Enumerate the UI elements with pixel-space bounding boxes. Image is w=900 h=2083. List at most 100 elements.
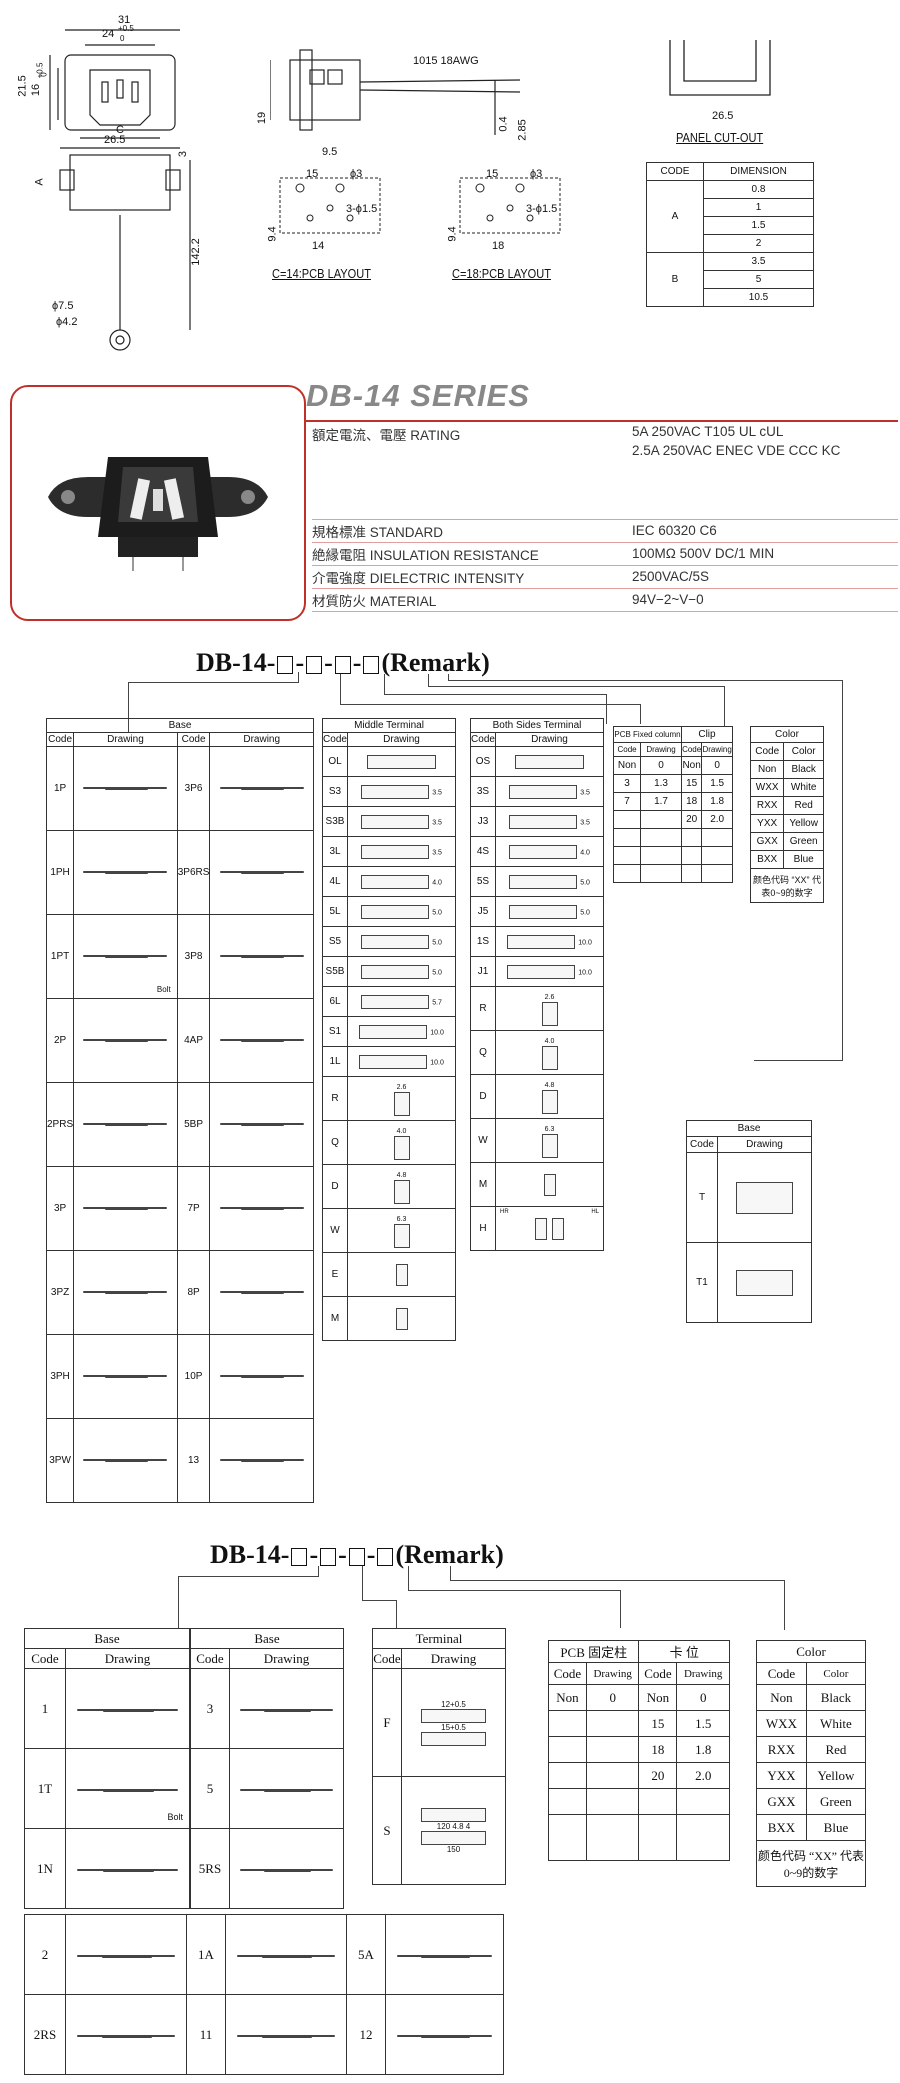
both-code: J3 — [470, 806, 496, 837]
spec-value: 94V−2~V−0 — [632, 588, 898, 612]
pcb2-cell: 2.0 — [676, 1762, 730, 1789]
both-drawing: 10.0 — [495, 956, 604, 987]
base-code: 1PT — [45, 914, 75, 999]
both-code: W — [470, 1118, 496, 1163]
color2-code: RXX — [756, 1736, 807, 1763]
pcb-layout-14 — [279, 177, 381, 234]
middle-drawing: 4.8 — [347, 1164, 456, 1209]
base-code: 3P — [45, 1166, 75, 1251]
dim-value: 2 — [703, 234, 814, 253]
color-title: Color — [750, 726, 824, 743]
dim-19: 19 — [256, 111, 269, 125]
dim-table-header-dimension: DIMENSION — [703, 162, 814, 181]
both-drawing: 5.0 — [495, 866, 604, 897]
bottom-drawing — [385, 1994, 504, 2075]
middle-terminal-title: Middle Terminal — [322, 718, 456, 733]
both-code: J1 — [470, 956, 496, 987]
both-terminal-title: Both Sides Terminal — [470, 718, 604, 733]
base-code: 1PH — [45, 830, 75, 915]
layout2-18: 18 — [492, 240, 505, 252]
pcb-cell: 0 — [640, 756, 682, 775]
pcb2-cell — [585, 1762, 640, 1789]
bottom-drawing — [225, 1914, 347, 1995]
order-code-2: DB-14----(Remark) — [210, 1540, 504, 1569]
dim-142.2: 142.2 — [189, 238, 202, 266]
layout2-holes: 3-ϕ1.5 — [526, 203, 558, 215]
spec-label: 額定電流、電壓 RATING — [312, 423, 632, 520]
color2-name: Black — [805, 1684, 867, 1711]
col-drawing: Drawing — [585, 1662, 640, 1685]
panel-cutout-drawing — [669, 40, 771, 96]
dim-26.5: 26.5 — [104, 134, 126, 146]
layout1-caption: C=14:PCB LAYOUT — [272, 266, 371, 281]
dim-3: 3 — [177, 150, 190, 158]
col-drawing: Drawing — [229, 1648, 344, 1669]
both-code: R — [470, 986, 496, 1031]
terminal-title: Terminal — [372, 1628, 506, 1649]
layout2-caption: C=18:PCB LAYOUT — [452, 266, 551, 281]
base4-drawing — [229, 1668, 344, 1749]
pcb-cell: 20 — [680, 810, 703, 829]
middle-code: S3 — [322, 776, 348, 807]
base-code: 3PH — [45, 1334, 75, 1419]
both-drawing — [495, 746, 604, 777]
bottom-drawing — [225, 1994, 347, 2075]
middle-drawing: 6.3 — [347, 1208, 456, 1253]
base3-drawing — [65, 1828, 190, 1909]
bottom-code: 2RS — [24, 1994, 66, 2075]
base4-title: Base — [190, 1628, 344, 1649]
pcb2-cell — [548, 1710, 587, 1737]
pcb-cell: 1.5 — [701, 774, 733, 793]
dim-height-21.5: 21.5 — [16, 75, 29, 97]
bottom-code: 5A — [346, 1914, 386, 1995]
middle-code: 6L — [322, 986, 348, 1017]
pcb2-cell — [548, 1788, 587, 1815]
base-drawing — [209, 1250, 314, 1335]
middle-drawing: 3.5 — [347, 776, 456, 807]
base-code: 3P6 — [176, 746, 211, 831]
col-code: Code — [190, 1648, 230, 1669]
color-code: RXX — [749, 796, 785, 815]
both-drawing: 6.3 — [495, 1118, 604, 1163]
dim-phi-7.5: ϕ7.5 — [52, 300, 74, 312]
color2-code: Non — [756, 1684, 807, 1711]
color-code: Non — [749, 760, 785, 779]
both-drawing: 2.6 — [495, 986, 604, 1031]
middle-drawing: 5.0 — [347, 896, 456, 927]
col-code: Code — [612, 742, 642, 757]
color2-name: Blue — [805, 1814, 867, 1841]
base-drawing — [73, 830, 178, 915]
pcb2-cell — [585, 1788, 640, 1815]
middle-drawing: 10.0 — [347, 1016, 456, 1047]
order-code-1: DB-14----(Remark) — [196, 648, 490, 677]
pcb2-cell — [548, 1736, 587, 1763]
pcb-cell: Non — [612, 756, 642, 775]
middle-code: Q — [322, 1120, 348, 1165]
pcb2-cell: 15 — [638, 1710, 678, 1737]
color2-code: GXX — [756, 1788, 807, 1815]
base2-drawing — [717, 1152, 812, 1243]
technical-drawing: 31 24 +0.5 0 21.5 16 +0.5 0 C 26.5 3 A 1… — [0, 0, 900, 370]
dim-value: 10.5 — [703, 288, 814, 307]
middle-drawing: 4.0 — [347, 866, 456, 897]
dim-width-24: 24 — [102, 28, 115, 40]
pcb-layout-18 — [459, 177, 561, 234]
bottom-code: 11 — [186, 1994, 226, 2075]
base-drawing — [209, 998, 314, 1083]
pcb2-cell: 0 — [676, 1684, 730, 1711]
pcb-cell: 15 — [680, 774, 703, 793]
middle-code: S1 — [322, 1016, 348, 1047]
socket-photo — [48, 457, 268, 571]
series-title: DB-14 SERIES — [306, 378, 530, 413]
